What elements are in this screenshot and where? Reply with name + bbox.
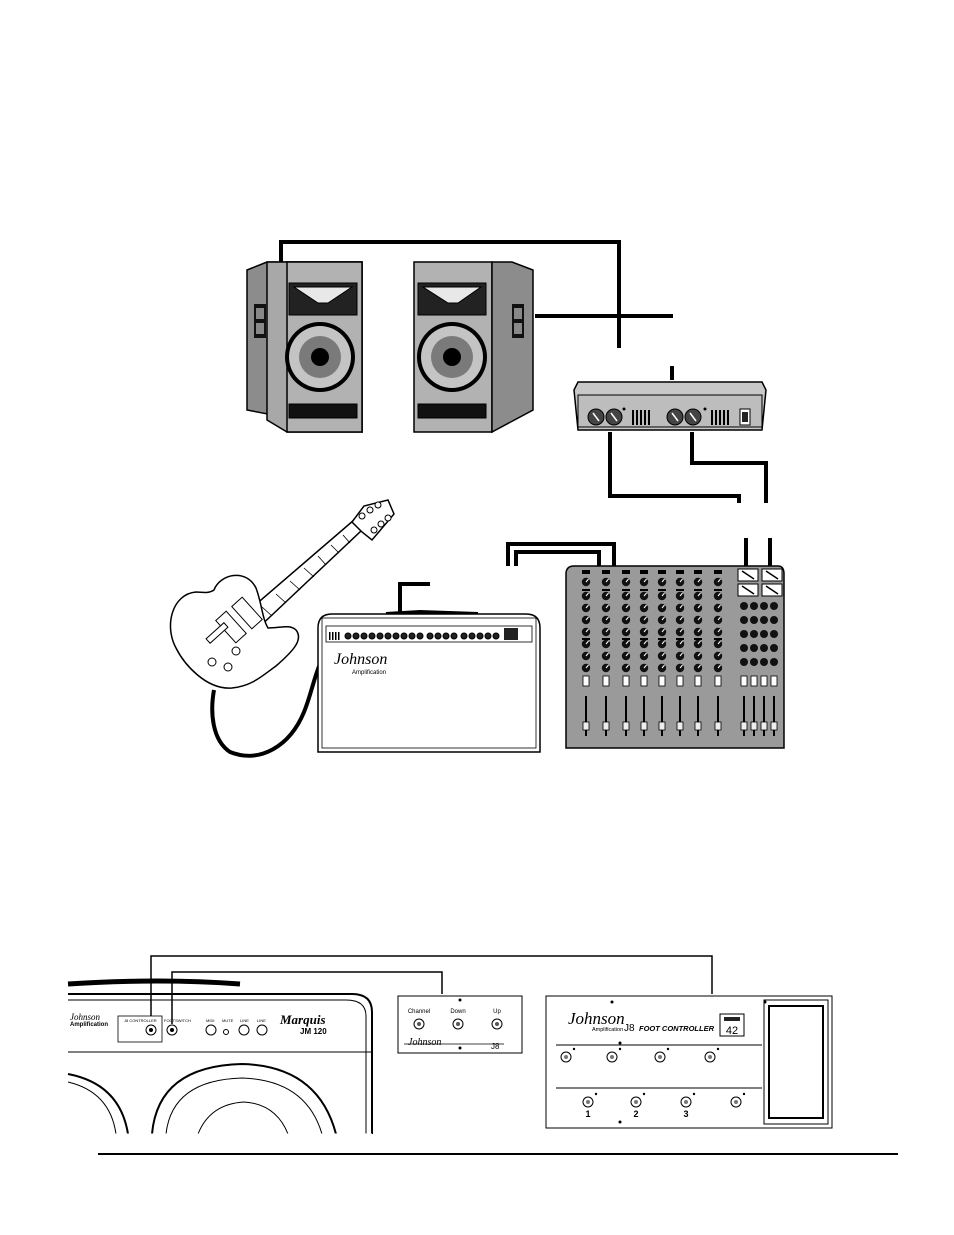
combo-amp-knob: [426, 632, 434, 640]
mixer-channel-strip: [713, 570, 723, 736]
j8-foot-controller: Johnson Amplification J8 FOOT CONTROLLER…: [545, 995, 833, 1129]
combo-amp-knob: [442, 632, 450, 640]
marquis-amp-front: Johnson Amplification J8 CONTROLLER FOOT…: [67, 978, 373, 1135]
mixer-channel-strip: [639, 570, 649, 736]
foot-controller-badge: J8: [624, 1023, 635, 1034]
panel-label-midi: MIDI: [206, 1018, 214, 1023]
combo-amp-knob: [434, 632, 442, 640]
panel-label-footswitch: FOOTSWITCH: [164, 1018, 191, 1023]
foot-controller-title: FOOT CONTROLLER: [639, 1024, 715, 1033]
combo-amp-knob: [360, 632, 368, 640]
marquis-model: Marquis: [279, 1012, 326, 1027]
combo-amp-logo: Johnson: [334, 651, 387, 668]
combo-amp-knob: [416, 632, 424, 640]
combo-amp-knob: [344, 632, 352, 640]
mixer-channel-strip: [601, 570, 611, 736]
guitar-cable: [210, 640, 336, 758]
foot-controller-logo: Johnson: [568, 1009, 625, 1028]
panel-label-j8-controller: J8 CONTROLLER: [124, 1018, 157, 1023]
speaker-cabinet-left: [246, 261, 363, 433]
panel-label-mute: MUTE: [222, 1018, 234, 1023]
marquis-model-sub: JM 120: [300, 1027, 327, 1036]
mixer-channel-strip: [621, 570, 631, 736]
foot-controller-button-number: 1: [585, 1109, 590, 1119]
marquis-brand-top: Johnson: [70, 1012, 100, 1022]
footswitch-logo: Johnson: [408, 1037, 441, 1048]
combo-amp-knob: [468, 632, 476, 640]
panel-label-line-1: LINE: [240, 1018, 249, 1023]
three-button-footswitch: Channel Down Up Johnson J8: [397, 995, 523, 1054]
combo-amp-knob: [476, 632, 484, 640]
speaker-cable-left: [279, 240, 621, 348]
combo-amp-logo-sub: Amplification: [352, 670, 386, 676]
power-amplifier: [573, 381, 767, 431]
footswitch-label-up: Up: [493, 1009, 501, 1015]
combo-amp-knob: [384, 632, 392, 640]
mixer-channel-strip: [581, 570, 591, 736]
guitar-amp-to-mixer-cable: [506, 542, 616, 572]
combo-amp-knob: [368, 632, 376, 640]
foot-controller-display-value: 42: [726, 1025, 738, 1037]
mixer-output-cables: [608, 432, 772, 566]
combo-amp-knob: [460, 632, 468, 640]
mixer-channel-strip: [657, 570, 667, 736]
combo-amp-knob: [450, 632, 458, 640]
combo-amp-knob: [492, 632, 500, 640]
marquis-brand-sub: Amplification: [70, 1022, 108, 1028]
guitar-combo-amp: Johnson Amplification: [317, 613, 541, 753]
mixer-channel-strip: [675, 570, 685, 736]
mixer-channel-strip: [693, 570, 703, 736]
combo-amp-knob: [376, 632, 384, 640]
foot-controller-logo-sub: Amplification: [592, 1027, 623, 1033]
combo-amp-knob: [352, 632, 360, 640]
mixer-master-section: [737, 568, 783, 736]
foot-controller-button-number: 2: [633, 1109, 638, 1119]
footswitch-label-channel: Channel: [408, 1009, 430, 1015]
combo-amp-knob: [408, 632, 416, 640]
panel-label-line-2: LINE: [257, 1018, 266, 1023]
electric-guitar: [169, 499, 395, 689]
speaker-cabinet-right: [413, 261, 534, 434]
combo-amp-knob: [392, 632, 400, 640]
footswitch-badge: J8: [491, 1042, 500, 1051]
combo-amp-knob: [400, 632, 408, 640]
foot-controller-button-number: 3: [683, 1109, 688, 1119]
guitar-amp-out-cable: [385, 582, 479, 616]
footswitch-label-down: Down: [450, 1009, 465, 1015]
combo-amp-knob: [484, 632, 492, 640]
midi-cables: [150, 955, 713, 1024]
mixing-console: [565, 565, 785, 749]
